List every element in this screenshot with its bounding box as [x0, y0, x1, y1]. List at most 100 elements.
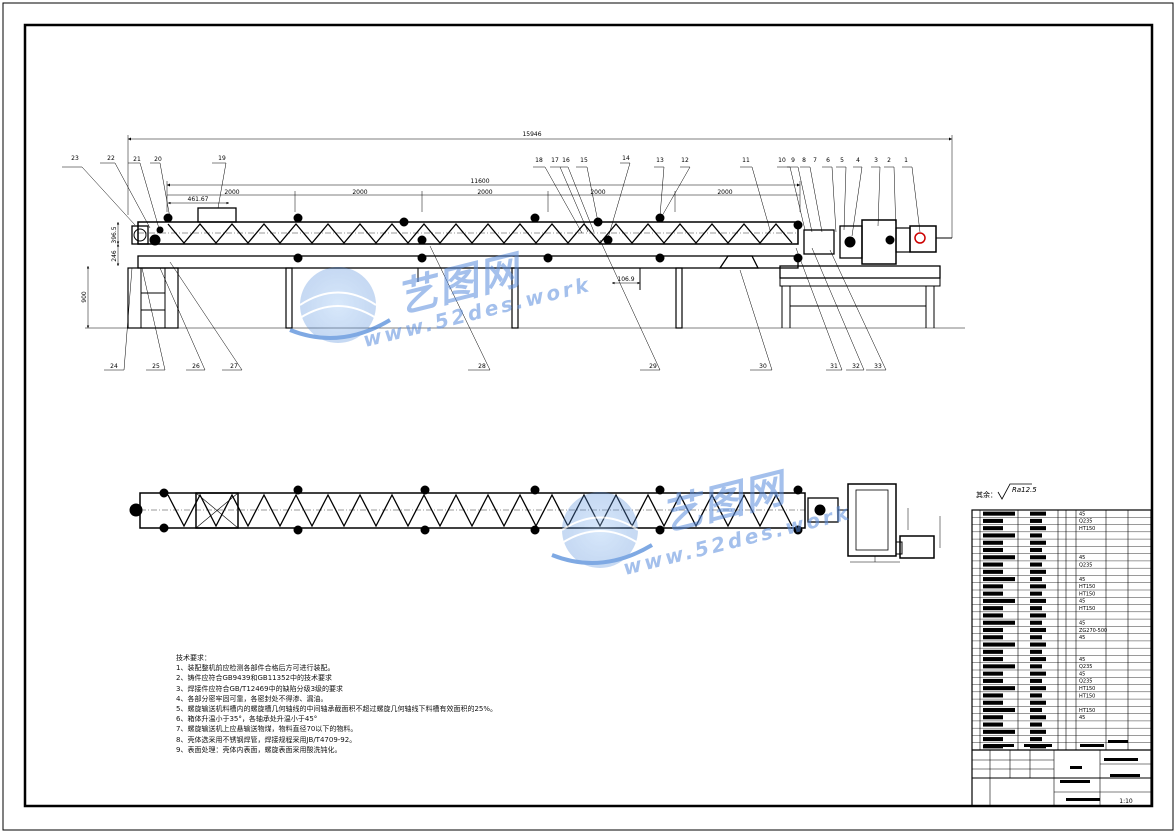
front-view	[85, 135, 965, 329]
bom-row-name-block	[983, 511, 1015, 516]
balloon-18: 18	[535, 157, 543, 164]
bom-material: ZG270-500	[1079, 628, 1107, 634]
bom-material: 45	[1079, 599, 1085, 605]
bom-row-code-block	[1030, 657, 1046, 662]
dim-segment-1: 2000	[224, 189, 239, 196]
note-item: 9、表面处理：壳体内表面，螺旋表面采用酸洗钝化。	[176, 745, 342, 754]
bom-row-name-block	[983, 700, 1003, 705]
bom-row-code-block	[1030, 518, 1042, 523]
bom-material: Q235	[1079, 519, 1092, 525]
balloon-8: 8	[802, 157, 806, 164]
title-block-bar	[1110, 774, 1140, 777]
balloon-15: 15	[580, 157, 588, 164]
dim-span-length: 11600	[470, 178, 489, 185]
bom-row-name-block	[983, 606, 1003, 611]
bom-row-code-block	[1030, 664, 1042, 669]
balloon-25: 25	[152, 363, 160, 370]
balloon-labels-bottom: 24 25 26 27 28 29 30 31 32 33	[110, 363, 882, 370]
balloon-19: 19	[218, 155, 226, 162]
roughness-symbol: 其余： Ra12.5	[976, 483, 1037, 500]
bom-material: 45	[1079, 577, 1085, 583]
bom-row-code-block	[1030, 678, 1042, 683]
bom-scale: 1:10	[1119, 798, 1133, 805]
title-block-bar	[1070, 766, 1082, 769]
bom-material: 45	[1079, 715, 1085, 721]
bom-row-name-block	[983, 569, 1003, 574]
balloon-3: 3	[874, 157, 878, 164]
balloon-10: 10	[778, 157, 786, 164]
balloon-13: 13	[656, 157, 664, 164]
balloon-31: 31	[830, 363, 838, 370]
front-view-dimension-text: 15946 11600 2000 2000 2000 2000 2000 461…	[81, 131, 733, 303]
watermark-globe-1	[289, 267, 392, 343]
balloon-12: 12	[681, 157, 689, 164]
bom-row-name-block	[983, 693, 1003, 698]
inner-frame	[23, 23, 1154, 808]
bom-row-name-block	[983, 598, 1015, 603]
bom-row-code-block	[1030, 526, 1046, 531]
bom-row-name-block	[983, 671, 1003, 676]
title-block-bar	[1104, 758, 1138, 761]
bom-row-code-block	[1030, 627, 1046, 633]
bom-material: HT150	[1079, 708, 1095, 714]
bom-row-name-block	[983, 649, 1003, 654]
note-item: 8、壳体选采用不锈钢焊管，焊接规程采用JB/T4709-92。	[176, 735, 357, 744]
bom-row-code-block	[1030, 693, 1042, 698]
bom-material: HT150	[1079, 584, 1095, 590]
bom-material: 45	[1079, 511, 1085, 517]
bom-material: Q235	[1079, 679, 1092, 685]
bom-row-name-block	[983, 678, 1003, 683]
bom-material: 45	[1079, 657, 1085, 663]
balloon-9: 9	[791, 157, 795, 164]
bom-row-code-block	[1030, 729, 1046, 734]
balloon-32: 32	[852, 363, 860, 370]
bom-row-code-block	[1030, 555, 1046, 560]
dim-vertical-1: 396.5	[111, 226, 118, 243]
bom-material: Q235	[1079, 664, 1092, 670]
bom-row-name-block	[983, 547, 1003, 553]
balloon-29: 29	[649, 363, 657, 370]
bom-row-name-block	[983, 722, 1003, 727]
bom-row-name-block	[983, 577, 1015, 582]
balloon-14: 14	[622, 155, 630, 162]
note-item: 6、箱体升温小于35°，各轴承处升温小于45°	[176, 715, 318, 724]
bom-row-code-block	[1030, 533, 1042, 538]
balloon-labels-top: 23 22 21 20 19 18 17 16 15 14 13 12 11 1…	[71, 155, 908, 164]
bom-row-code-block	[1030, 737, 1042, 742]
bom-row-name-block	[983, 737, 1003, 742]
title-block-bar	[1060, 780, 1090, 783]
balloon-26: 26	[192, 363, 200, 370]
balloon-4: 4	[856, 157, 860, 164]
bom-row-name-block	[983, 686, 1015, 691]
balloon-11: 11	[742, 157, 750, 164]
bom-row-name-block	[983, 533, 1015, 538]
dim-height: 900	[81, 291, 88, 303]
bom-row-code-block	[1030, 562, 1042, 567]
bom-row-code-block	[1030, 686, 1046, 691]
balloon-23: 23	[71, 155, 79, 162]
bom-row-name-block	[983, 642, 1015, 647]
dim-segment-5: 2000	[717, 189, 732, 196]
balloon-2: 2	[887, 157, 891, 164]
bom-row-code-block	[1030, 620, 1042, 625]
balloon-33: 33	[874, 363, 882, 370]
hanger-bearings	[163, 213, 803, 263]
bom-material: Q235	[1079, 562, 1092, 568]
notes-title: 技术要求：	[176, 654, 211, 662]
dim-segment-3: 2000	[477, 189, 492, 196]
technical-requirements: 技术要求： 1、装配整机前应检测各部件合格后方可进行装配。 2、铸件应符合GB9…	[176, 653, 497, 755]
bom-row-code-block	[1030, 649, 1042, 654]
note-item: 4、各部分密牢固可靠，各密封处不得渗、漏油。	[176, 694, 328, 703]
bom-row-name-block	[983, 591, 1003, 596]
bom-row-code-block	[1030, 511, 1046, 516]
bom-material: 45	[1079, 671, 1085, 677]
bom-material: HT150	[1079, 591, 1095, 597]
dim-outlet-offset: 106.9	[617, 276, 634, 283]
balloon-6: 6	[826, 157, 830, 164]
bom-row-code-block	[1030, 598, 1046, 603]
bom-material: HT150	[1079, 526, 1095, 532]
bom-row-name-block	[983, 664, 1015, 669]
bom-row-name-block	[983, 540, 1003, 545]
